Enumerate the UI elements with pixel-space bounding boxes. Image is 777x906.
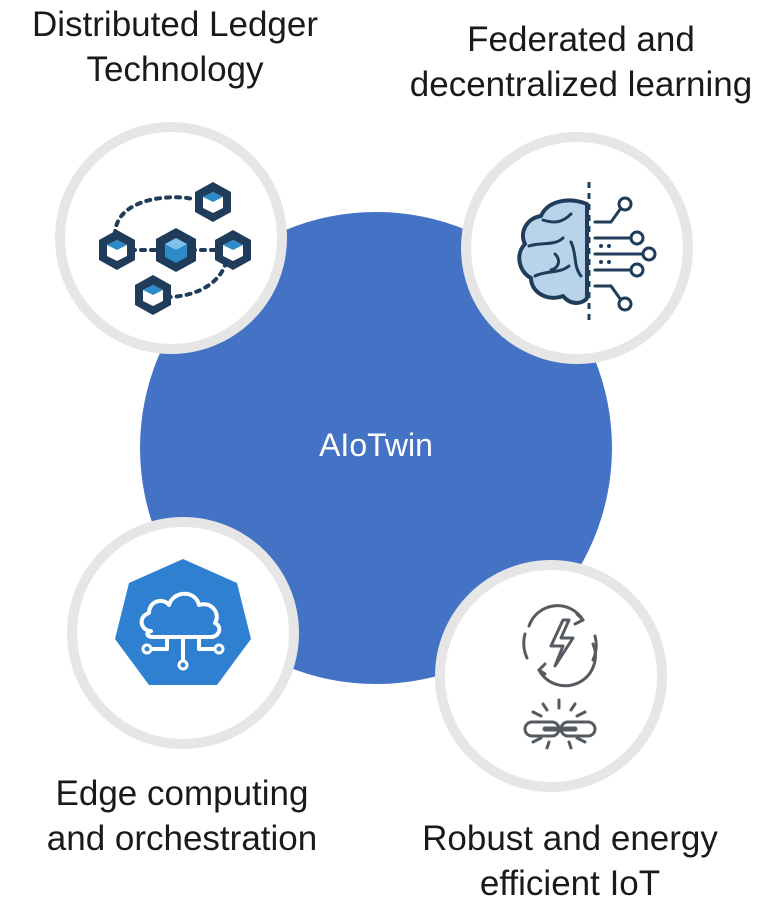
cloud-network-icon (115, 559, 251, 685)
cloud-shape (139, 591, 222, 639)
iot-label-line-1: Robust and energy (422, 819, 718, 858)
circuit-half (593, 206, 645, 302)
iot-label: Robust and energy efficient IoT (395, 816, 745, 906)
federated-label: Federated and decentralized learning (385, 17, 777, 107)
energy-and-chain-link-icon (522, 604, 598, 750)
block-cube-center (156, 228, 196, 272)
iot-node (435, 560, 667, 792)
block-cube-top (195, 182, 231, 222)
dlt-label-line-1: Distributed Ledger (32, 5, 318, 44)
dlt-node (55, 122, 287, 354)
federated-label-line-2: decentralized learning (409, 65, 753, 104)
federated-label-line-1: Federated and (467, 20, 695, 59)
brain-half (517, 198, 589, 305)
edge-label-line-2: and orchestration (46, 819, 318, 858)
ai-brain-circuit-icon (517, 182, 657, 320)
block-cube-right (215, 230, 251, 270)
broken-chain-icon (523, 698, 597, 750)
dlt-label: Distributed Ledger Technology (0, 2, 350, 92)
federated-node (461, 132, 693, 364)
energy-cycle-icon (522, 604, 598, 688)
edge-label-line-1: Edge computing (55, 774, 309, 813)
dlt-label-line-2: Technology (86, 50, 264, 89)
blockchain-network-icon (99, 182, 251, 315)
edge-node (67, 517, 299, 749)
block-cube-left (99, 230, 135, 270)
block-cube-bottom (135, 275, 171, 315)
edge-label: Edge computing and orchestration (12, 771, 352, 861)
center-hub-label: AIoTwin (319, 427, 433, 463)
iot-label-line-2: efficient IoT (479, 864, 661, 903)
